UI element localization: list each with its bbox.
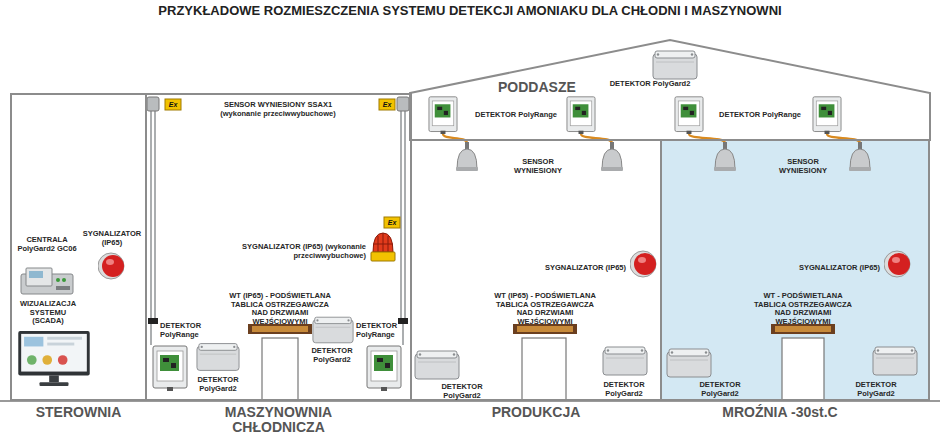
ex-marking: Ex	[379, 99, 395, 110]
room-name: PODDASZE	[498, 80, 608, 95]
remote-sensor	[601, 142, 623, 171]
remote-sensor	[714, 142, 736, 171]
conduit	[151, 110, 405, 345]
ex-badge	[165, 99, 181, 110]
ex-sensor	[147, 97, 159, 111]
signaller	[630, 251, 656, 277]
control-unit	[21, 268, 73, 294]
device-label: DETEKTOR PolyGard2	[436, 383, 488, 400]
ex-sensor	[397, 97, 409, 111]
device-label: WIZUALIZACJA SYSTEMU (SCADA)	[16, 300, 80, 326]
remote-sensor	[849, 142, 871, 171]
diagram-title: PRZYKŁADOWE ROZMIESZCZENIA SYSTEMU DETEK…	[0, 3, 940, 19]
door	[782, 338, 824, 400]
room-name: PRODUKCJA	[456, 405, 616, 420]
signaller	[98, 253, 124, 279]
device-label: SYGNALIZATOR (IP65)	[784, 264, 880, 273]
polyrange-detector	[367, 346, 401, 391]
polygard-detector	[313, 317, 353, 343]
device-label: SYGNALIZATOR (IP65) (wykonanie przeciwwy…	[222, 243, 366, 260]
device-label: SENSOR WYNIESIONY	[768, 158, 838, 175]
device-label: DETEKTOR PolyGard2	[604, 80, 696, 89]
device-label: WT (IP65) - PODŚWIETLANA TABLICA OSTRZEG…	[225, 292, 335, 327]
device-label: CENTRALA PolyGard2 GC06	[16, 236, 78, 253]
polyrange-detector	[675, 97, 703, 134]
polygard-detector	[667, 349, 711, 377]
polyrange-detector	[567, 97, 595, 134]
polygard-detector	[873, 347, 917, 375]
polyrange-detector	[153, 346, 187, 391]
freezer-room: MROŹNIA -30st.C	[660, 139, 930, 401]
device-label: WT - PODŚWIETLANA TABLICA OSTRZEGAWCZA N…	[748, 292, 858, 327]
ex-marking: Ex	[384, 217, 400, 228]
junction-box	[148, 318, 158, 324]
door	[262, 338, 298, 400]
scada-monitor	[18, 331, 89, 386]
device-label: DETEKTOR PolyRange	[710, 111, 810, 120]
device-label: DETEKTOR PolyRange	[468, 111, 564, 120]
attic-outline	[410, 40, 930, 140]
remote-sensor	[456, 142, 478, 171]
polygard-detector	[197, 344, 239, 371]
device-label: DETEKTOR PolyRange	[356, 322, 402, 339]
device-label: SENSOR WYNIESIONY	[503, 158, 573, 175]
device-label: DETEKTOR PolyGard2	[850, 381, 902, 398]
attic-region: PODDASZE	[410, 40, 930, 140]
ex-marking: Ex	[165, 99, 181, 110]
ex-signaller	[371, 233, 395, 261]
device-label: SYGNALIZATOR (IP65)	[530, 264, 626, 273]
freezer-fill	[660, 140, 930, 400]
polygard-detector	[603, 347, 647, 375]
device-label: SENSOR WYNIESIONY SSAX1 (wykonanie przec…	[213, 101, 343, 118]
device-label: WT (IP65) - PODŚWIETLANA TABLICA OSTRZEG…	[490, 292, 600, 327]
attic-outline	[410, 40, 930, 140]
room-name: STEROWNIA	[14, 405, 144, 420]
device-label: SYGNALIZATOR (IP65)	[82, 230, 142, 247]
junction-box	[398, 318, 408, 324]
device-label: DETEKTOR PolyRange	[160, 322, 208, 339]
device-label: DETEKTOR PolyGard2	[598, 381, 650, 398]
device-label: DETEKTOR PolyGard2	[306, 347, 358, 364]
room-name: MROŹNIA -30st.C	[690, 405, 870, 420]
polyrange-detector	[429, 97, 457, 134]
door	[522, 338, 566, 400]
signaller	[884, 251, 910, 277]
device-label: DETEKTOR PolyGard2	[694, 381, 746, 398]
polyrange-detector	[813, 97, 841, 134]
polygard-detector	[415, 351, 459, 379]
device-label: DETEKTOR PolyGard2	[192, 376, 244, 393]
room-name: MASZYNOWNIA CHŁODNICZA	[204, 405, 354, 436]
polygard-detector	[653, 51, 697, 79]
ex-badge	[384, 217, 400, 228]
ex-badge	[379, 99, 395, 110]
